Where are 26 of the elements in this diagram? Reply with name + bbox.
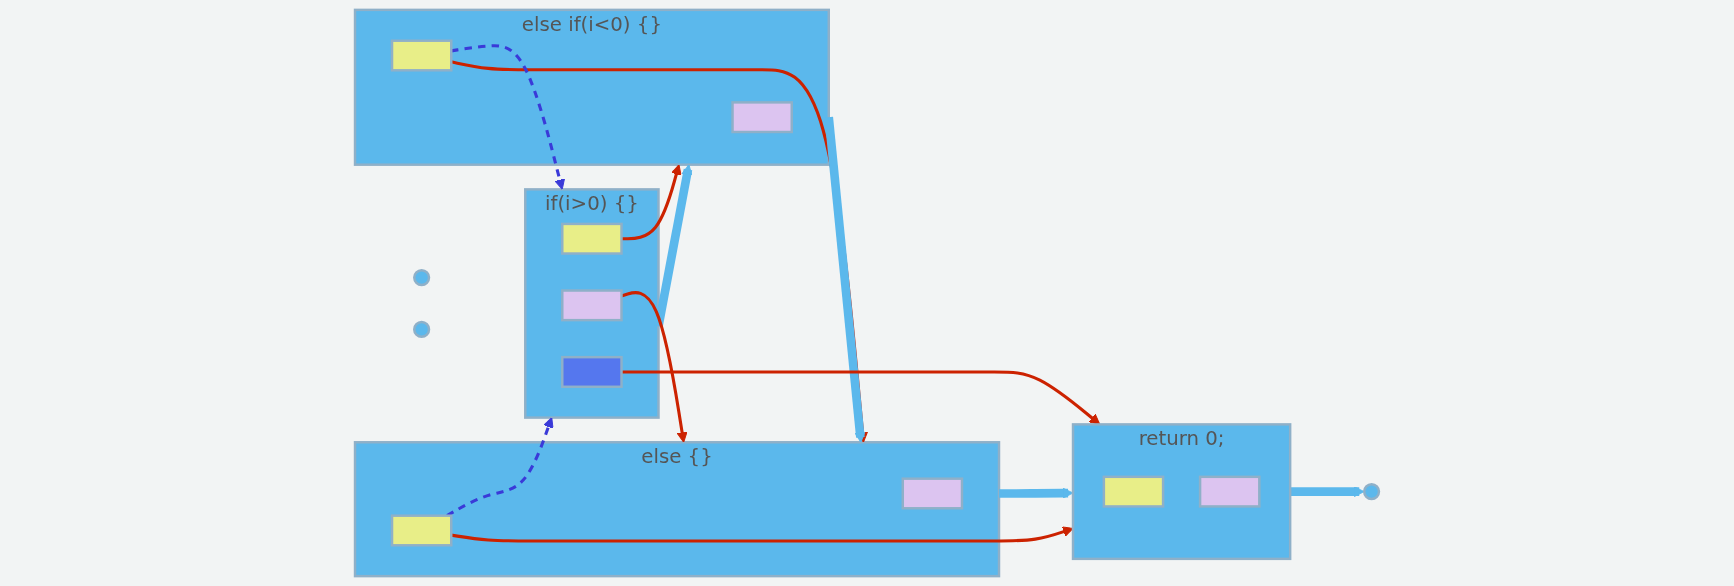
node-box bbox=[561, 355, 623, 388]
node-box bbox=[1102, 475, 1165, 508]
arrow bbox=[999, 487, 1074, 499]
node-circle bbox=[1362, 483, 1381, 501]
arrow bbox=[621, 291, 688, 443]
node-circle bbox=[413, 268, 431, 287]
node-circle bbox=[413, 320, 431, 339]
node-box bbox=[561, 222, 623, 255]
cluster: else {} bbox=[353, 441, 1001, 578]
cluster: return 0; bbox=[1071, 423, 1292, 561]
node-box bbox=[390, 39, 453, 72]
arrow bbox=[451, 526, 1074, 543]
arrow bbox=[621, 164, 682, 241]
arrow bbox=[451, 44, 566, 190]
arrow bbox=[654, 164, 693, 328]
arrow bbox=[446, 417, 554, 517]
node-box bbox=[561, 289, 623, 322]
arrow bbox=[824, 116, 866, 443]
arrow bbox=[1290, 486, 1365, 498]
node-box bbox=[390, 514, 453, 547]
node-box bbox=[731, 101, 793, 134]
cluster: else if(i<0) {} bbox=[353, 8, 830, 166]
node-box bbox=[1198, 475, 1261, 508]
node-box bbox=[901, 477, 964, 510]
arrow bbox=[621, 370, 1101, 425]
cluster: if(i>0) {} bbox=[524, 188, 660, 419]
